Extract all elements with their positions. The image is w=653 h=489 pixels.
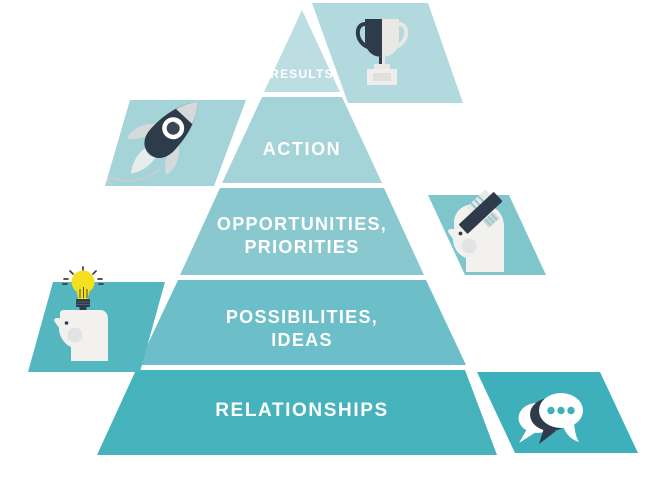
chat-bubbles-icon	[518, 393, 583, 444]
pencil-head-icon	[448, 189, 504, 272]
level-label-line: OPPORTUNITIES,	[216, 214, 388, 234]
level-label-line: RELATIONSHIPS	[215, 400, 389, 421]
level-label-line: RESULTS	[270, 67, 334, 81]
level-label-relationships: RELATIONSHIPS	[0, 400, 604, 421]
level-label-line: ACTION	[262, 139, 342, 159]
trophy-icon	[355, 19, 409, 85]
level-label-possibilities: POSSIBILITIES, IDEAS	[0, 306, 604, 352]
level-label-line: IDEAS	[271, 330, 333, 350]
level-label-action: ACTION	[0, 139, 604, 159]
rocket-icon	[107, 101, 198, 185]
pyramid-level-opportunities	[180, 188, 424, 275]
level-label-line: PRIORITIES	[244, 237, 360, 257]
lightbulb-head-icon	[54, 266, 108, 361]
pyramid-level-relationships	[97, 370, 497, 455]
level-label-results: RESULTS	[0, 67, 604, 82]
level-label-opportunities: OPPORTUNITIES, PRIORITIES	[0, 213, 604, 259]
pyramid-level-possibilities	[138, 280, 466, 365]
level-label-line: POSSIBILITIES,	[225, 307, 379, 327]
